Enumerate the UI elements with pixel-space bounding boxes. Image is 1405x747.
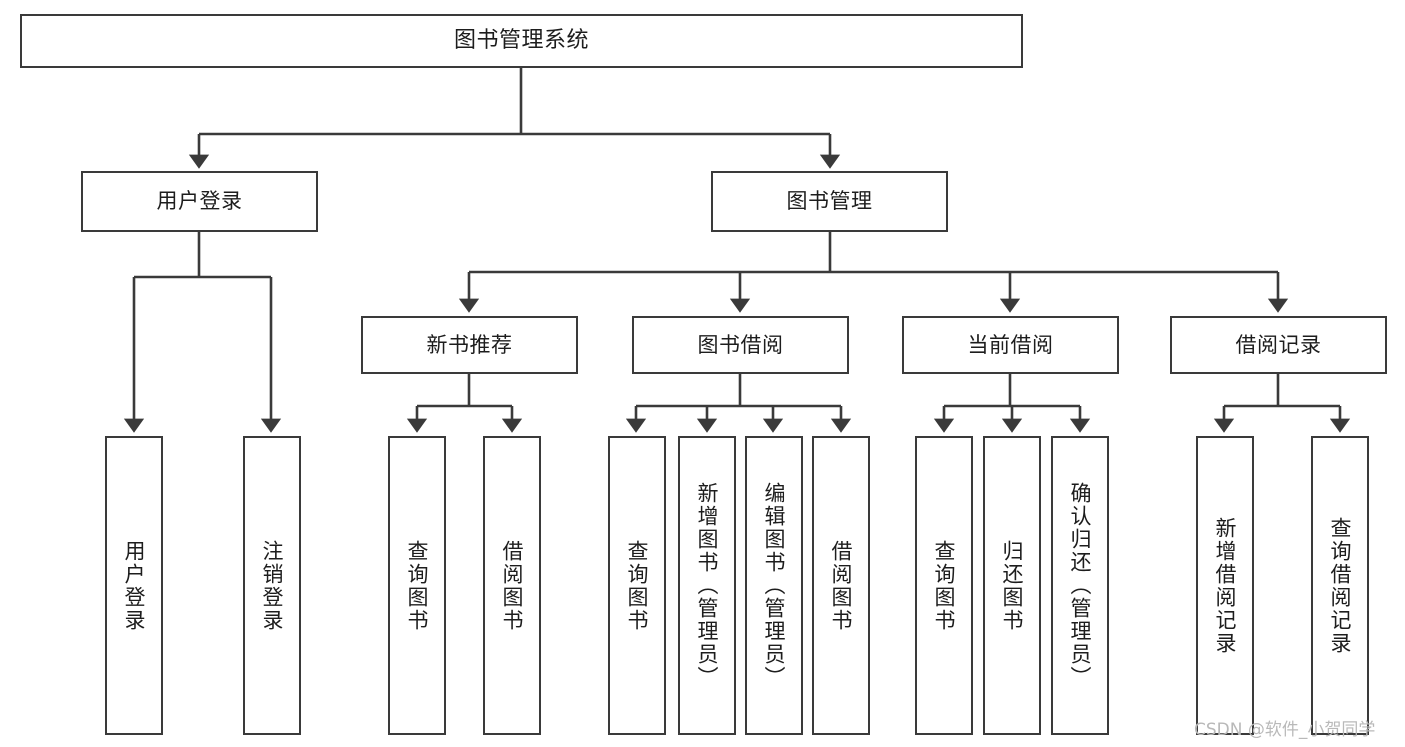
node-label: 查询图书 bbox=[932, 539, 957, 632]
leaf-confirm-return-admin[interactable]: 确认归还（管理员） bbox=[1051, 436, 1109, 735]
node-label: 新书推荐 bbox=[426, 332, 513, 357]
node-label: 归还图书 bbox=[1000, 539, 1025, 632]
node-label: 当前借阅 bbox=[967, 332, 1054, 357]
leaf-borrow-book-new[interactable]: 借阅图书 bbox=[483, 436, 541, 735]
node-label: 用户登录 bbox=[156, 189, 243, 214]
node-label: 编辑图书（管理员） bbox=[762, 482, 787, 689]
node-label: 借阅图书 bbox=[829, 539, 854, 632]
node-label: 新增图书（管理员） bbox=[695, 482, 720, 689]
node-label: 查询借阅记录 bbox=[1328, 516, 1353, 655]
leaf-return-book[interactable]: 归还图书 bbox=[983, 436, 1041, 735]
node-label: 新增借阅记录 bbox=[1213, 516, 1238, 655]
node-book-management[interactable]: 图书管理 bbox=[711, 171, 948, 232]
leaf-query-book-new[interactable]: 查询图书 bbox=[388, 436, 446, 735]
leaf-user-login[interactable]: 用户登录 bbox=[105, 436, 163, 735]
node-current-borrowing[interactable]: 当前借阅 bbox=[902, 316, 1119, 374]
node-label: 图书管理系统 bbox=[453, 28, 589, 54]
leaf-query-borrow-record[interactable]: 查询借阅记录 bbox=[1311, 436, 1369, 735]
node-book-borrowing[interactable]: 图书借阅 bbox=[632, 316, 849, 374]
leaf-query-book[interactable]: 查询图书 bbox=[608, 436, 666, 735]
node-user-login[interactable]: 用户登录 bbox=[81, 171, 318, 232]
node-label: 注销登录 bbox=[260, 539, 285, 632]
node-label: 用户登录 bbox=[122, 539, 147, 632]
node-label: 借阅图书 bbox=[500, 539, 525, 632]
leaf-add-borrow-record[interactable]: 新增借阅记录 bbox=[1196, 436, 1254, 735]
node-root-book-management-system[interactable]: 图书管理系统 bbox=[20, 14, 1023, 68]
node-label: 查询图书 bbox=[625, 539, 650, 632]
leaf-borrow-book[interactable]: 借阅图书 bbox=[812, 436, 870, 735]
node-label: 图书管理 bbox=[786, 189, 873, 214]
node-label: 查询图书 bbox=[405, 539, 430, 632]
csdn-watermark: CSDN @软件_小贺同学 bbox=[1194, 720, 1376, 740]
leaf-add-book-admin[interactable]: 新增图书（管理员） bbox=[678, 436, 736, 735]
leaf-logout[interactable]: 注销登录 bbox=[243, 436, 301, 735]
leaf-query-book-current[interactable]: 查询图书 bbox=[915, 436, 973, 735]
node-label: 图书借阅 bbox=[697, 332, 784, 357]
node-new-book-recommendation[interactable]: 新书推荐 bbox=[361, 316, 578, 374]
node-label: 确认归还（管理员） bbox=[1068, 482, 1093, 689]
node-borrowing-records[interactable]: 借阅记录 bbox=[1170, 316, 1387, 374]
node-label: 借阅记录 bbox=[1235, 332, 1322, 357]
leaf-edit-book-admin[interactable]: 编辑图书（管理员） bbox=[745, 436, 803, 735]
